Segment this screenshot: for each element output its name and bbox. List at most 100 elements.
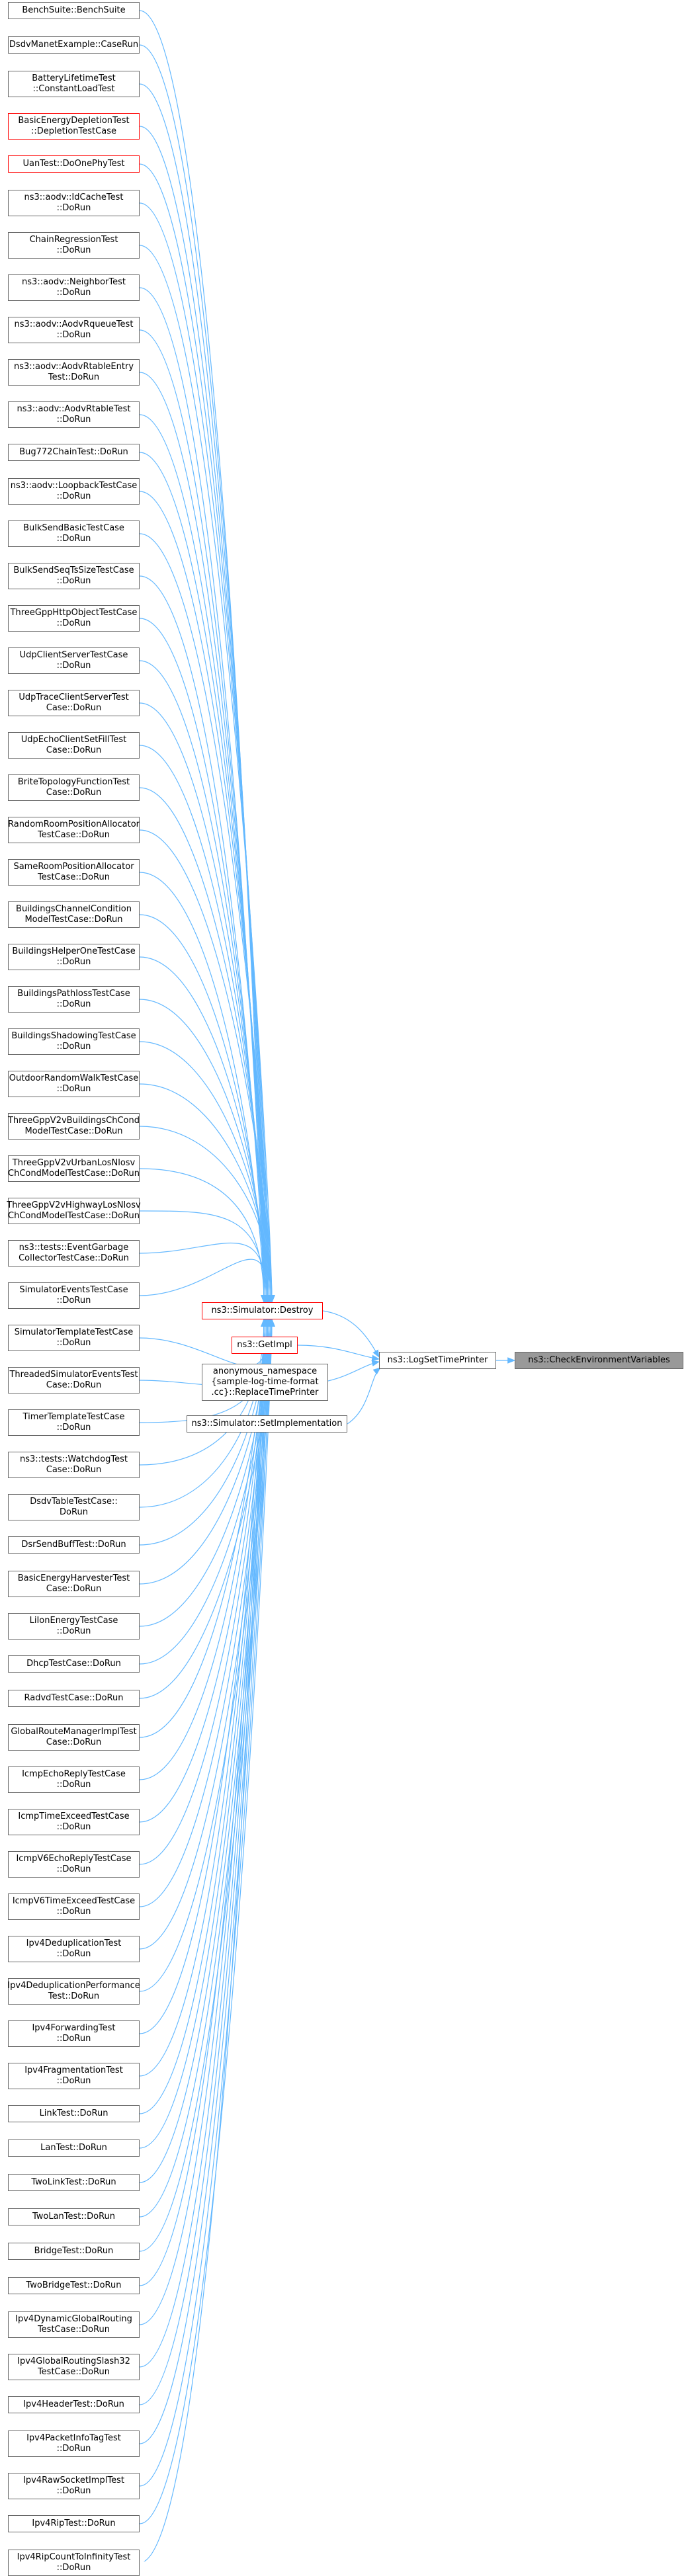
caller-node[interactable]: Ipv4ForwardingTest ::DoRun bbox=[8, 2020, 140, 2047]
edge-getimpl-to-logset bbox=[297, 1345, 380, 1362]
edge-caller-to-destroy bbox=[139, 1242, 270, 1304]
caller-node[interactable]: Ipv4RipTest::DoRun bbox=[8, 2515, 140, 2532]
caller-node[interactable]: TwoLanTest::DoRun bbox=[8, 2208, 140, 2225]
node-check-environment-variables[interactable]: ns3::CheckEnvironmentVariables bbox=[515, 1352, 683, 1369]
caller-node[interactable]: BulkSendBasicTestCase ::DoRun bbox=[8, 520, 140, 547]
caller-node[interactable]: UanTest::DoOnePhyTest bbox=[8, 155, 140, 173]
edge-caller-to-destroy bbox=[139, 1259, 271, 1304]
caller-node[interactable]: UdpEchoClientSetFillTest Case::DoRun bbox=[8, 732, 140, 759]
edge-caller-to-destroy bbox=[139, 914, 269, 1304]
caller-node[interactable]: Ipv4DeduplicationPerformance Test::DoRun bbox=[7, 1978, 140, 2005]
caller-node[interactable]: BuildingsShadowingTestCase ::DoRun bbox=[8, 1028, 140, 1055]
caller-node[interactable]: DhcpTestCase::DoRun bbox=[8, 1655, 140, 1673]
edge-caller-to-destroy bbox=[139, 1041, 273, 1304]
edge-replace-to-logset bbox=[327, 1360, 380, 1382]
caller-node[interactable]: BenchSuite::BenchSuite bbox=[8, 2, 140, 19]
node-simulator-destroy[interactable]: ns3::Simulator::Destroy bbox=[202, 1302, 323, 1319]
caller-node[interactable]: BatteryLifetimeTest ::ConstantLoadTest bbox=[8, 71, 140, 97]
caller-node[interactable]: Ipv4HeaderTest::DoRun bbox=[8, 2396, 140, 2413]
node-simulator-setimplementation[interactable]: ns3::Simulator::SetImplementation bbox=[187, 1415, 347, 1433]
edge-caller-to-destroy bbox=[139, 702, 271, 1304]
caller-node[interactable]: DsdvTableTestCase:: DoRun bbox=[8, 1494, 140, 1520]
edge-caller-to-destroy bbox=[139, 956, 270, 1304]
caller-node[interactable]: RadvdTestCase::DoRun bbox=[8, 1690, 140, 1707]
caller-node[interactable]: ns3::tests::WatchdogTest Case::DoRun bbox=[8, 1452, 140, 1478]
caller-node[interactable]: IcmpV6TimeExceedTestCase ::DoRun bbox=[8, 1893, 140, 1920]
edge-caller-to-destroy bbox=[139, 745, 273, 1304]
caller-node[interactable]: Ipv4GlobalRoutingSlash32 TestCase::DoRun bbox=[8, 2354, 140, 2380]
caller-node[interactable]: BasicEnergyHarvesterTest Case::DoRun bbox=[8, 1571, 140, 1597]
caller-node[interactable]: OutdoorRandomWalkTestCase ::DoRun bbox=[8, 1071, 140, 1097]
caller-node[interactable]: LiIonEnergyTestCase ::DoRun bbox=[8, 1613, 140, 1640]
caller-node[interactable]: BasicEnergyDepletionTest ::DepletionTest… bbox=[8, 113, 140, 140]
caller-node[interactable]: GlobalRouteManagerImplTest Case::DoRun bbox=[8, 1724, 140, 1751]
caller-node[interactable]: ThreeGppV2vHighwayLosNlosv ChCondModelTe… bbox=[7, 1198, 141, 1224]
caller-node[interactable]: BuildingsHelperOneTestCase ::DoRun bbox=[8, 944, 140, 970]
caller-node[interactable]: UdpTraceClientServerTest Case::DoRun bbox=[8, 690, 140, 716]
caller-node[interactable]: SimulatorTemplateTestCase ::DoRun bbox=[8, 1325, 140, 1351]
edge-caller-to-destroy bbox=[139, 1210, 269, 1304]
edge-caller-to-destroy bbox=[139, 872, 267, 1304]
caller-node[interactable]: LanTest::DoRun bbox=[8, 2140, 140, 2157]
caller-node[interactable]: BuildingsPathlossTestCase ::DoRun bbox=[8, 986, 140, 1013]
caller-node[interactable]: RandomRoomPositionAllocator TestCase::Do… bbox=[8, 817, 140, 843]
caller-node[interactable]: DsdvManetExample::CaseRun bbox=[8, 36, 140, 54]
caller-node[interactable]: SimulatorEventsTestCase ::DoRun bbox=[8, 1282, 140, 1309]
edge-caller-to-destroy bbox=[139, 10, 267, 1304]
edge-caller-to-destroy bbox=[139, 1318, 269, 2325]
caller-node[interactable]: ns3::aodv::NeighborTest ::DoRun bbox=[8, 274, 140, 301]
caller-node[interactable]: IcmpEchoReplyTestCase ::DoRun bbox=[8, 1766, 140, 1793]
caller-node[interactable]: LinkTest::DoRun bbox=[8, 2105, 140, 2122]
edge-caller-to-destroy bbox=[139, 660, 270, 1304]
caller-node[interactable]: ns3::aodv::AodvRtableTest ::DoRun bbox=[8, 401, 140, 428]
edge-caller-to-destroy bbox=[139, 491, 274, 1304]
caller-node[interactable]: ns3::aodv::AodvRtableEntry Test::DoRun bbox=[8, 359, 140, 386]
caller-node[interactable]: Ipv4PacketInfoTagTest ::DoRun bbox=[8, 2431, 140, 2457]
edge-caller-to-destroy bbox=[139, 83, 270, 1304]
edge-caller-to-destroy bbox=[139, 533, 275, 1304]
node-getimpl[interactable]: ns3::GetImpl bbox=[232, 1337, 298, 1354]
edge-caller-to-destroy bbox=[139, 287, 267, 1304]
caller-node[interactable]: ns3::aodv::LoopbackTestCase ::DoRun bbox=[8, 478, 140, 505]
caller-node[interactable]: ChainRegressionTest ::DoRun bbox=[8, 232, 140, 259]
caller-node[interactable]: Ipv4FragmentationTest ::DoRun bbox=[8, 2063, 140, 2089]
caller-node[interactable]: IcmpV6EchoReplyTestCase ::DoRun bbox=[8, 1851, 140, 1878]
edge-caller-to-destroy bbox=[139, 1083, 274, 1304]
caller-node[interactable]: IcmpTimeExceedTestCase ::DoRun bbox=[8, 1809, 140, 1835]
caller-node[interactable]: Bug772ChainTest::DoRun bbox=[8, 444, 140, 461]
edge-setimpl-to-logset bbox=[347, 1367, 381, 1425]
node-replace-time-printer[interactable]: anonymous_namespace {sample-log-time-for… bbox=[202, 1364, 328, 1401]
edge-caller-to-destroy bbox=[139, 245, 275, 1304]
caller-node[interactable]: DsrSendBuffTest::DoRun bbox=[8, 1536, 140, 1554]
edge-caller-to-destroy bbox=[139, 202, 274, 1304]
caller-node[interactable]: Ipv4DeduplicationTest ::DoRun bbox=[8, 1936, 140, 1962]
caller-node[interactable]: TwoBridgeTest::DoRun bbox=[8, 2277, 140, 2294]
edge-caller-to-destroy bbox=[139, 163, 273, 1304]
caller-node[interactable]: ns3::aodv::AodvRqueueTest ::DoRun bbox=[8, 317, 140, 343]
caller-node[interactable]: BridgeTest::DoRun bbox=[8, 2243, 140, 2260]
node-logsettimeprinter[interactable]: ns3::LogSetTimePrinter bbox=[379, 1352, 496, 1369]
edge-caller-to-destroy bbox=[139, 1318, 270, 2368]
caller-node[interactable]: BriteTopologyFunctionTest Case::DoRun bbox=[8, 774, 140, 801]
caller-node[interactable]: ns3::aodv::IdCacheTest ::DoRun bbox=[8, 190, 140, 216]
edge-caller-to-destroy bbox=[139, 1168, 267, 1304]
edge-destroy-to-logset bbox=[322, 1310, 380, 1358]
caller-node[interactable]: UdpClientServerTestCase ::DoRun bbox=[8, 647, 140, 674]
edge-caller-to-destroy bbox=[139, 787, 274, 1304]
caller-node[interactable]: ThreeGppV2vBuildingsChCond ModelTestCase… bbox=[8, 1113, 140, 1140]
caller-node[interactable]: ThreadedSimulatorEventsTest Case::DoRun bbox=[8, 1367, 140, 1393]
caller-node[interactable]: Ipv4RawSocketImplTest ::DoRun bbox=[8, 2473, 140, 2499]
caller-node[interactable]: ThreeGppV2vUrbanLosNlosv ChCondModelTest… bbox=[8, 1155, 140, 1182]
caller-node[interactable]: TimerTemplateTestCase ::DoRun bbox=[8, 1409, 140, 1436]
caller-node[interactable]: Ipv4RipCountToInfinityTest ::DoRun bbox=[8, 2550, 140, 2576]
caller-node[interactable]: TwoLinkTest::DoRun bbox=[8, 2174, 140, 2191]
edge-caller-to-destroy bbox=[139, 829, 275, 1304]
caller-node[interactable]: ns3::tests::EventGarbage CollectorTestCa… bbox=[8, 1240, 140, 1267]
caller-node[interactable]: ThreeGppHttpObjectTestCase ::DoRun bbox=[8, 605, 140, 632]
edge-caller-to-destroy bbox=[139, 1318, 275, 2524]
caller-node[interactable]: SameRoomPositionAllocator TestCase::DoRu… bbox=[8, 859, 140, 886]
caller-node[interactable]: BulkSendSeqTsSizeTestCase ::DoRun bbox=[8, 563, 140, 589]
caller-node[interactable]: Ipv4DynamicGlobalRouting TestCase::DoRun bbox=[8, 2311, 140, 2338]
caller-node[interactable]: BuildingsChannelCondition ModelTestCase:… bbox=[8, 901, 140, 928]
edge-caller-to-destroy bbox=[139, 1318, 269, 2077]
